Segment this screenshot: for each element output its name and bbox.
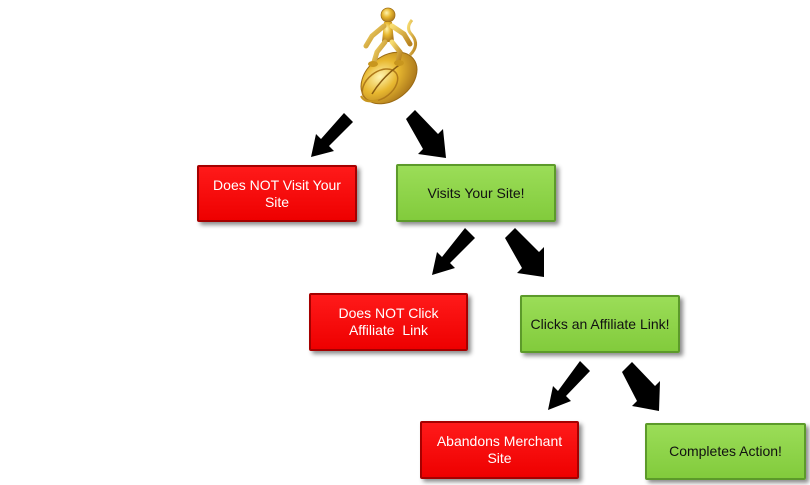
node-label: Does NOT Click Affiliate Link (338, 305, 442, 338)
node-label: Completes Action! (669, 443, 782, 459)
node-completes-action: Completes Action! (645, 423, 806, 480)
node-abandons-merchant: Abandons Merchant Site (420, 421, 579, 479)
arrow-to-no-click (432, 228, 475, 275)
node-label: Abandons Merchant Site (436, 433, 563, 466)
node-clicks-affiliate-link: Clicks an Affiliate Link! (520, 295, 680, 353)
arrow-to-no-visit (311, 113, 353, 157)
arrows (311, 110, 660, 411)
node-label: Does NOT Visit Your Site (213, 176, 341, 210)
node-does-not-click: Does NOT Click Affiliate Link (309, 293, 468, 351)
arrow-to-complete (622, 362, 660, 411)
node-does-not-visit: Does NOT Visit Your Site (197, 165, 357, 222)
node-visits-site: Visits Your Site! (396, 164, 556, 222)
arrow-to-visit (406, 110, 446, 158)
node-label: Visits Your Site! (427, 184, 525, 201)
arrow-to-abandon (548, 361, 590, 410)
gold-figure-mouse-icon (360, 7, 418, 105)
arrow-to-click (505, 228, 544, 277)
node-label: Clicks an Affiliate Link! (530, 315, 670, 332)
